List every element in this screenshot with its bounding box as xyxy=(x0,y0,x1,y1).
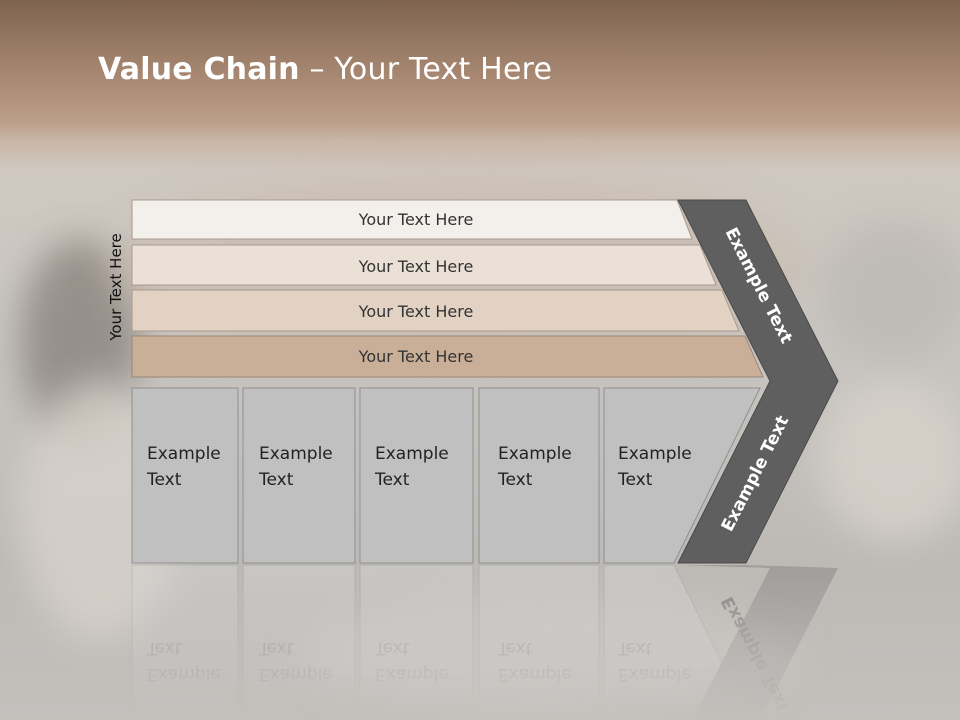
box-1-line2-reflection: Text xyxy=(146,638,182,658)
title-rest: – Your Text Here xyxy=(299,52,553,87)
title-bold: Value Chain xyxy=(98,52,300,87)
box-2-line2-reflection: Text xyxy=(258,638,294,658)
box-2-line2: Text xyxy=(258,470,294,490)
background-blob xyxy=(820,220,960,360)
slide-title: Value Chain – Your Text Here xyxy=(98,52,552,87)
box-2-line1: Example xyxy=(259,444,333,464)
band-4-label: Your Text Here xyxy=(358,347,474,366)
header-band xyxy=(0,0,960,140)
band-1[interactable] xyxy=(131,199,693,240)
box-5-line1-reflection: Example xyxy=(618,664,692,684)
box-3-line1: Example xyxy=(375,444,449,464)
box-4-line2-reflection: Text xyxy=(497,638,533,658)
box-3-line1-reflection: Example xyxy=(375,664,449,684)
band-2-label: Your Text Here xyxy=(358,257,474,276)
box-5[interactable] xyxy=(603,387,761,564)
box-3-reflection xyxy=(359,564,474,720)
box-3[interactable] xyxy=(359,387,474,564)
box-4-line1: Example xyxy=(498,444,572,464)
box-4-line1-reflection: Example xyxy=(498,664,572,684)
box-5-line2-reflection: Text xyxy=(617,638,653,658)
band-3-label: Your Text Here xyxy=(358,302,474,321)
box-1-line1-reflection: Example xyxy=(147,664,221,684)
band-4[interactable] xyxy=(131,335,764,378)
box-2[interactable] xyxy=(242,387,356,564)
background-blob xyxy=(820,380,960,540)
box-5-line1: Example xyxy=(618,444,692,464)
box-1-line1: Example xyxy=(147,444,221,464)
band-1-label: Your Text Here xyxy=(358,210,474,229)
reflection: Example Text Example Text Example Text E… xyxy=(131,564,838,720)
chevron-reflection xyxy=(678,565,838,720)
band-2[interactable] xyxy=(131,244,717,286)
box-3-line2-reflection: Text xyxy=(374,638,410,658)
box-4-reflection xyxy=(478,564,600,720)
box-4-line2: Text xyxy=(497,470,533,490)
box-2-line1-reflection: Example xyxy=(259,664,333,684)
box-1-line2: Text xyxy=(146,470,182,490)
box-3-line2: Text xyxy=(374,470,410,490)
box-1[interactable] xyxy=(131,387,239,564)
chevron-arrow[interactable] xyxy=(677,199,839,564)
box-1-reflection xyxy=(131,564,239,720)
box-2-reflection xyxy=(242,564,356,720)
box-4[interactable] xyxy=(478,387,600,564)
band-3[interactable] xyxy=(131,289,740,332)
box-5-line2: Text xyxy=(617,470,653,490)
